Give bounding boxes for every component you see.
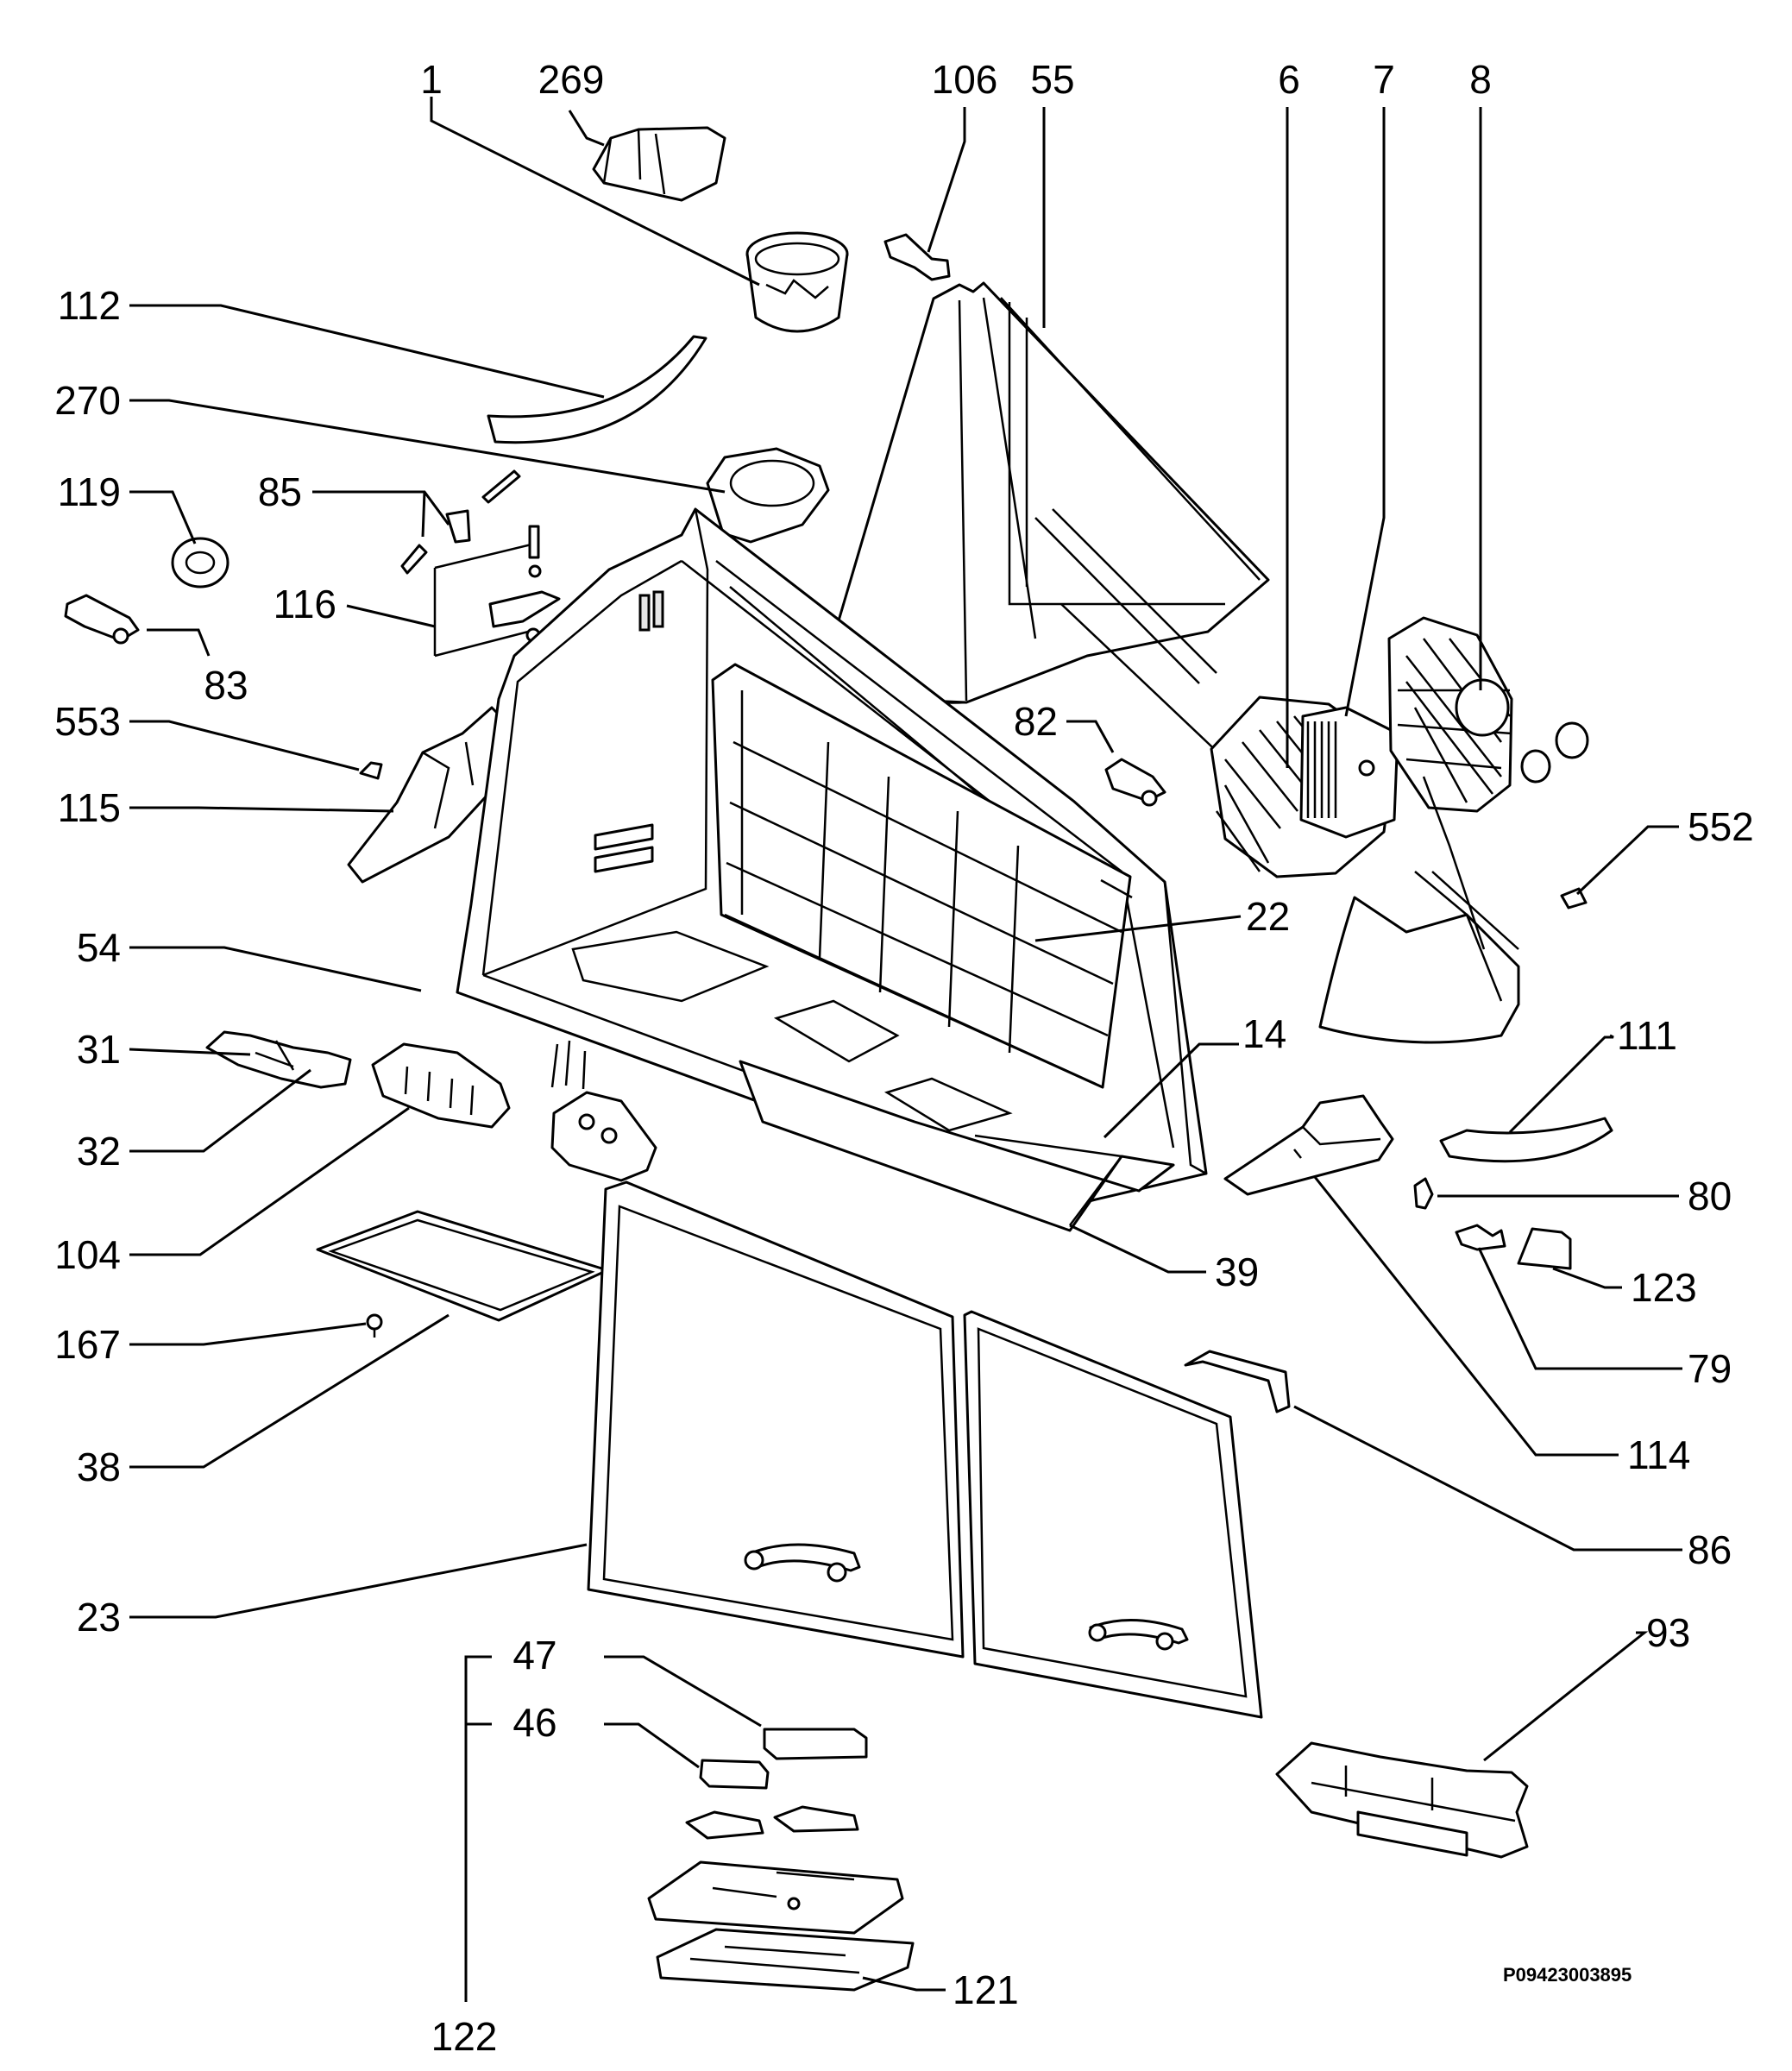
electrical-box-drawing bbox=[550, 1040, 657, 1182]
label-114: 114 bbox=[1627, 1432, 1690, 1477]
part-1-drawing bbox=[745, 231, 849, 333]
label-115: 115 bbox=[58, 785, 121, 830]
part-104-drawing bbox=[371, 1042, 511, 1129]
label-112: 112 bbox=[58, 283, 121, 328]
part-46-drawing bbox=[699, 1759, 770, 1790]
part-82-drawing bbox=[1104, 758, 1166, 807]
part-31-drawing bbox=[205, 1030, 352, 1089]
label-54: 54 bbox=[77, 925, 121, 970]
label-111: 111 bbox=[1617, 1013, 1677, 1058]
part-80-drawing bbox=[1413, 1177, 1434, 1210]
label-38: 38 bbox=[77, 1445, 121, 1489]
control-panel-drawing bbox=[647, 1860, 904, 1935]
switch-pieces-drawing bbox=[685, 1805, 859, 1840]
label-46: 46 bbox=[512, 1700, 556, 1745]
label-85: 85 bbox=[258, 469, 302, 514]
label-80: 80 bbox=[1688, 1174, 1732, 1218]
label-104: 104 bbox=[54, 1232, 121, 1277]
label-23: 23 bbox=[77, 1595, 121, 1640]
part-55-drawing bbox=[827, 281, 1270, 760]
part-38-drawing bbox=[316, 1210, 609, 1322]
part-269-drawing bbox=[592, 126, 726, 202]
label-167: 167 bbox=[54, 1322, 121, 1367]
label-47: 47 bbox=[512, 1633, 556, 1678]
part-labels: 1 269 106 55 6 7 8 112 270 119 85 116 83… bbox=[54, 57, 1754, 2059]
part-112-drawing bbox=[487, 335, 707, 444]
label-106: 106 bbox=[932, 57, 998, 102]
label-82: 82 bbox=[1014, 699, 1058, 744]
part-7-drawing bbox=[1299, 706, 1399, 839]
part-85-drawing bbox=[400, 469, 521, 575]
label-39: 39 bbox=[1215, 1250, 1259, 1294]
part-123-drawing bbox=[1517, 1227, 1572, 1270]
label-8: 8 bbox=[1469, 57, 1492, 102]
label-553: 553 bbox=[54, 699, 121, 744]
part-553-drawing bbox=[359, 761, 383, 780]
label-7: 7 bbox=[1373, 57, 1395, 102]
fan-housing-drawing bbox=[1318, 776, 1520, 1044]
right-door-panel-drawing bbox=[963, 1310, 1263, 1719]
part-270-drawing bbox=[706, 447, 830, 544]
part-39-drawing bbox=[739, 1060, 1175, 1232]
label-269: 269 bbox=[538, 57, 605, 102]
part-8-fasteners-drawing bbox=[1520, 721, 1589, 784]
part-106-drawing bbox=[883, 233, 951, 281]
part-114-drawing bbox=[1223, 1094, 1394, 1196]
label-123: 123 bbox=[1631, 1265, 1697, 1310]
part-93-drawing bbox=[1275, 1741, 1529, 1859]
hood-body-drawing bbox=[456, 507, 1208, 1212]
label-119: 119 bbox=[58, 469, 121, 514]
label-83: 83 bbox=[204, 663, 248, 708]
label-86: 86 bbox=[1688, 1527, 1732, 1572]
label-270: 270 bbox=[54, 378, 121, 423]
part-79-drawing bbox=[1455, 1224, 1506, 1251]
label-552: 552 bbox=[1688, 804, 1754, 849]
label-6: 6 bbox=[1278, 57, 1300, 102]
label-79: 79 bbox=[1688, 1346, 1732, 1391]
label-32: 32 bbox=[77, 1129, 121, 1174]
label-1: 1 bbox=[420, 57, 443, 102]
part-86-drawing bbox=[1184, 1350, 1291, 1413]
part-23-drawing bbox=[587, 1180, 965, 1659]
label-121: 121 bbox=[953, 1967, 1019, 2012]
leader-lines bbox=[129, 97, 1682, 2002]
part-121-drawing bbox=[656, 1928, 915, 1992]
label-93: 93 bbox=[1646, 1610, 1690, 1655]
label-22: 22 bbox=[1246, 894, 1290, 939]
label-14: 14 bbox=[1242, 1011, 1286, 1056]
part-167-drawing bbox=[366, 1313, 383, 1338]
part-8-drawing bbox=[1387, 616, 1513, 813]
part-552-drawing bbox=[1560, 887, 1588, 910]
part-83-drawing bbox=[64, 594, 140, 645]
label-31: 31 bbox=[77, 1027, 121, 1072]
label-116: 116 bbox=[274, 582, 336, 626]
drawing-code: P09423003895 bbox=[1503, 1964, 1632, 1986]
part-119-drawing bbox=[171, 537, 230, 589]
label-55: 55 bbox=[1030, 57, 1074, 102]
label-122: 122 bbox=[431, 2014, 498, 2059]
part-47-drawing bbox=[763, 1728, 868, 1760]
part-111-drawing bbox=[1439, 1117, 1613, 1163]
